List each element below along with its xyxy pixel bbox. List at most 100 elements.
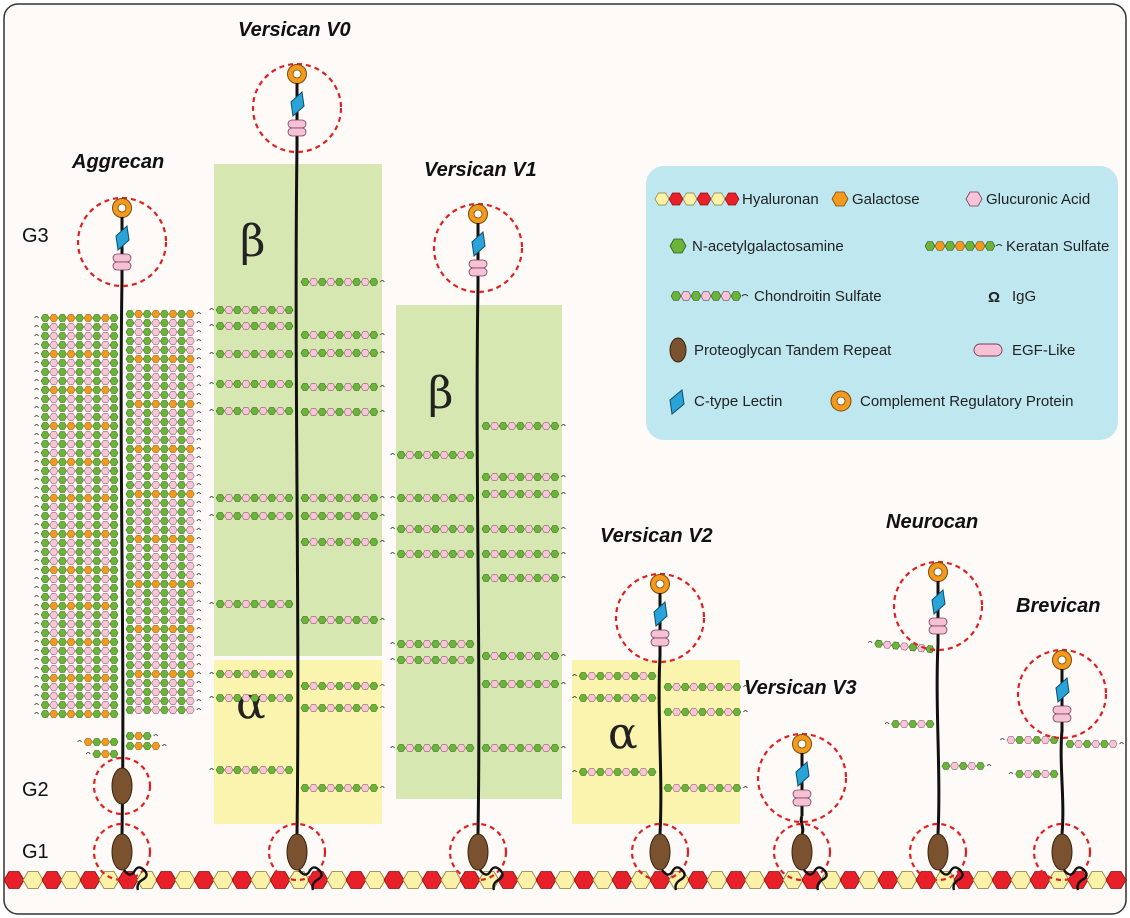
chondroitin-sulfate-chain [34, 341, 119, 349]
chondroitin-sulfate-chain [125, 526, 202, 534]
complement-regulatory-protein [1052, 650, 1072, 670]
keratan-sulfate-chain [77, 738, 119, 746]
v2-alpha-region [572, 660, 740, 824]
chondroitin-sulfate-chain [867, 639, 935, 654]
chondroitin-sulfate-chain [125, 508, 202, 516]
ptr-icon [669, 337, 687, 363]
keratan-sulfate-chain [125, 742, 167, 750]
chondroitin-sulfate-chain [125, 679, 202, 687]
proteoglycan-tandem-repeat [467, 833, 489, 871]
g1-domain-circle [630, 822, 690, 882]
chondroitin-sulfate-chain [300, 784, 385, 792]
v1-beta-label: β [428, 368, 453, 419]
core-protein-stem [119, 279, 125, 835]
chondroitin-sulfate-chain [34, 683, 119, 691]
chondroitin-sulfate-chain [481, 422, 566, 430]
chondroitin-sulfate-chain [300, 616, 385, 624]
egf-like [1052, 713, 1072, 723]
core-protein-stem [657, 655, 663, 835]
chondroitin-sulfate-chain [125, 463, 202, 471]
galactose-icon [831, 191, 849, 207]
chondroitin-sulfate-chain [34, 584, 119, 592]
keratan-sulfate-chain [34, 314, 119, 322]
chondroitin-sulfate-chain [125, 409, 202, 417]
chondroitin-sulfate-chain [481, 550, 566, 558]
chondroitin-sulfate-chain [300, 704, 385, 712]
g1-domain-label: G1 [22, 841, 49, 863]
v2-alpha-label: α [608, 708, 638, 759]
chondroitin-sulfate-chain [34, 413, 119, 421]
chondroitin-sulfate-chain [125, 706, 202, 714]
chondroitin-sulfate-chain [34, 377, 119, 385]
chondroitin-sulfate-chain [300, 494, 385, 502]
chondroitin-sulfate-chain [34, 656, 119, 664]
legend-igg-label: IgG [1012, 288, 1036, 305]
chondroitin-sulfate-chain [390, 656, 475, 664]
legend-lectin-label: C-type Lectin [694, 393, 782, 410]
proteoglycan-tandem-repeat [1051, 833, 1073, 871]
versican-v0-label: Versican V0 [238, 19, 351, 41]
chondroitin-sulfate-chain [125, 517, 202, 525]
glycan-chains [34, 278, 1124, 792]
egf-like [112, 261, 132, 271]
g2-domain-circle [92, 756, 152, 816]
keratan-sulfate-chain [125, 400, 202, 408]
legend-egf-label: EGF-Like [1012, 342, 1075, 359]
chondroitin-sulfate-chain [125, 571, 202, 579]
chondroitin-sulfate-chain [209, 407, 294, 415]
protein-domains [76, 62, 1108, 891]
chondroitin-sulfate-chain [209, 670, 294, 678]
keratan-sulfate-chain [34, 494, 119, 502]
keratan-sulfate-chain [85, 750, 119, 758]
chondroitin-sulfate-chain [663, 784, 748, 792]
g3-domain-label: G3 [22, 225, 49, 247]
chondroitin-sulfate-chain [300, 538, 385, 546]
igg-loop [1063, 866, 1088, 891]
chondroitin-sulfate-chain [34, 503, 119, 511]
chondroitin-sulfate-chain [481, 680, 566, 688]
neurocan-label: Neurocan [886, 511, 978, 533]
chondroitin-sulfate-chain [572, 672, 657, 680]
igg-loop [479, 866, 504, 891]
g1-domain-circle [267, 822, 327, 882]
keratan-sulfate-chain [125, 355, 202, 363]
keratan-sulfate-chain [34, 386, 119, 394]
chondroitin-sulfate-chain [125, 382, 202, 390]
keratan-sulfate-chain [34, 602, 119, 610]
egf-like [928, 617, 948, 627]
complement-regulatory-protein [928, 562, 948, 582]
keratan-sulfate-chain [34, 350, 119, 358]
legend-ptr-label: Proteoglycan Tandem Repeat [694, 342, 892, 359]
proteoglycan-tandem-repeat [649, 833, 671, 871]
chondroitin-sulfate-chain [209, 694, 294, 702]
g1-domain-circle [772, 822, 832, 882]
chondroitin-sulfate-chain [125, 481, 202, 489]
chondroitin-sulfate-chain [1008, 770, 1059, 778]
chondroitin-sulfate-chain [125, 643, 202, 651]
chondroitin-sulfate-chain [941, 762, 992, 770]
keratan-sulfate-chain [34, 638, 119, 646]
chondroitin-sulfate-chain [1000, 736, 1059, 744]
chondroitin-sulfate-chain [34, 476, 119, 484]
chondroitin-sulfate-chain [125, 391, 202, 399]
chondroitin-sulfate-chain [34, 440, 119, 448]
chondroitin-sulfate-chain [34, 521, 119, 529]
egf-like [112, 253, 132, 263]
egf-like [792, 789, 812, 799]
chondroitin-sulfate-chain [34, 485, 119, 493]
chondroitin-sulfate-chain [125, 454, 202, 462]
complement-regulatory-protein [792, 734, 812, 754]
chondroitin-sulfate-chain [481, 490, 566, 498]
chondroitin-sulfate-chain [34, 539, 119, 547]
igg-loop [803, 866, 828, 891]
chondroitin-sulfate-chain [390, 640, 475, 648]
chondroitin-sulfate-chain [34, 647, 119, 655]
g1-domain-circle [448, 822, 508, 882]
chondroitin-sulfate-chain [390, 451, 475, 459]
keratan-sulfate-chain [125, 490, 202, 498]
chondroitin-sulfate-chain [300, 383, 385, 391]
v0-beta-label: β [240, 216, 265, 267]
chondroitin-sulfate-chain [125, 328, 202, 336]
v0-alpha-label: α [236, 678, 266, 729]
